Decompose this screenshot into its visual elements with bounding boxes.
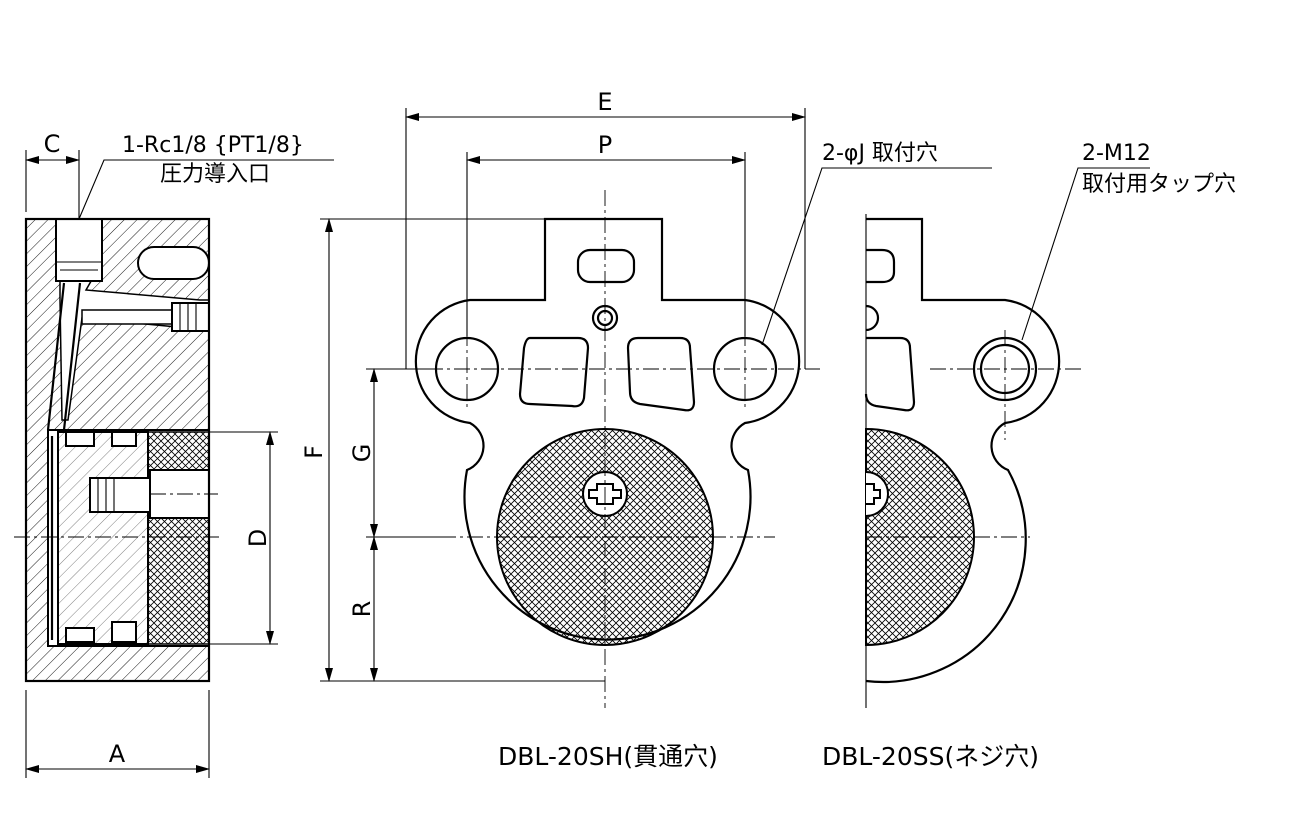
pocket-left	[518, 336, 590, 408]
front-view-tapped-hole: 2-M12 取付用タップ穴	[864, 141, 1236, 708]
slot	[137, 246, 210, 280]
dim-e-label: E	[597, 88, 612, 116]
plug	[171, 302, 210, 332]
dim-g-label: G	[348, 444, 376, 463]
tap-hole-note-line1: 2-M12	[1082, 141, 1151, 166]
dim-r-label: R	[348, 601, 376, 618]
screw	[89, 477, 155, 513]
front-view-dimensions: E P F G R 2-φJ 取付穴	[300, 88, 992, 682]
tap-hole-note-line2: 取付用タップ穴	[1082, 172, 1236, 197]
dim-p-label: P	[598, 131, 612, 159]
port-note-line1: 1-Rc1/8 {PT1/8}	[122, 133, 304, 158]
front-slot	[576, 248, 636, 284]
caption-tapped-hole: DBL-20SS(ネジ穴)	[822, 742, 1039, 771]
seal-bottom	[65, 627, 95, 643]
port-boss	[55, 218, 103, 282]
side-section-view	[14, 217, 222, 683]
port-note-line2: 圧力導入口	[160, 162, 270, 187]
magnet-section	[144, 431, 210, 645]
front-view-through-hole	[400, 190, 820, 708]
dim-d-label: D	[244, 529, 272, 547]
seal-top	[65, 431, 95, 447]
side-view-dimensions: C A D 1-Rc1/8 {PT1/8} 圧力導入口	[25, 130, 334, 778]
dim-c-label: C	[44, 130, 61, 158]
mount-hole-note: 2-φJ 取付穴	[822, 141, 938, 166]
tapped-body-outline	[865, 217, 1061, 684]
caption-through-hole: DBL-20SH(貫通穴)	[498, 742, 718, 771]
dim-a-label: A	[109, 740, 126, 768]
pocket-right	[626, 336, 696, 412]
dim-f-label: F	[300, 445, 328, 459]
